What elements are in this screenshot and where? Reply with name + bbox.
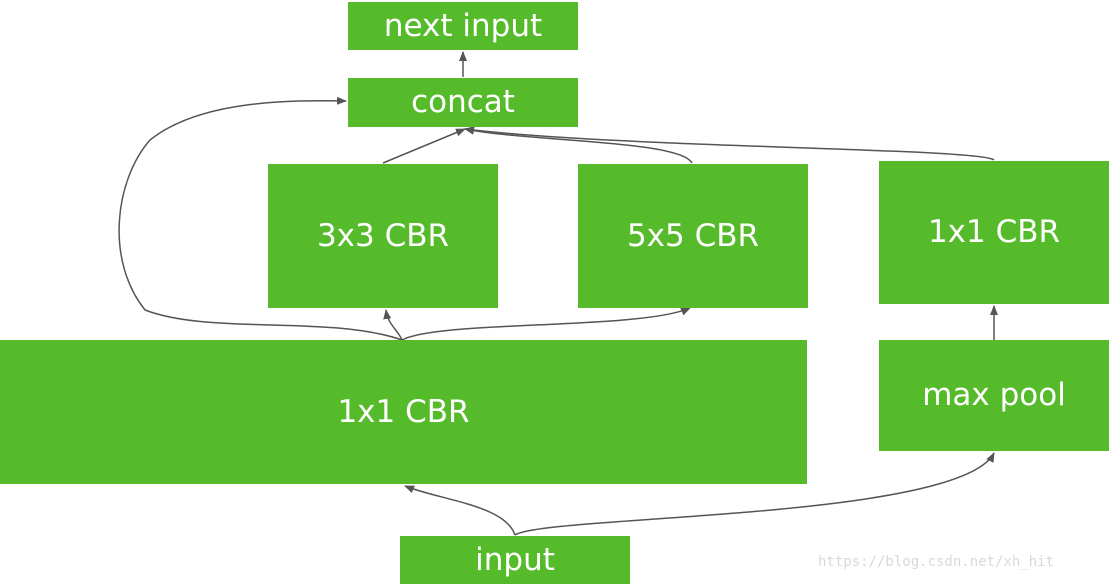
edge-1x1-pool-to-concat [464,126,995,161]
conv-3x3-label: 3x3 CBR [316,217,450,254]
conv-3x3-node: 3x3 CBR [268,164,498,308]
conv-1x1-pool-branch-node: 1x1 CBR [879,161,1109,304]
input-node: input [400,536,630,584]
edge-1x1-main-to-5x5 [401,307,691,341]
conv-1x1-main-node: 1x1 CBR [0,340,807,484]
edge-1x1-main-to-3x3 [383,309,403,341]
edge-5x5-to-concat [464,126,693,164]
max-pool-node: max pool [879,340,1109,451]
concat-node: concat [348,78,578,127]
conv-1x1-main-label: 1x1 CBR [337,393,470,430]
conv-5x5-label: 5x5 CBR [626,217,760,254]
concat-label: concat [411,84,515,120]
max-pool-label: max pool [922,377,1066,413]
next-input-node: next input [348,2,578,50]
edge-3x3-to-concat [382,128,466,164]
conv-5x5-node: 5x5 CBR [578,164,808,308]
input-label: input [475,541,555,578]
conv-1x1-pool-branch-label: 1x1 CBR [927,214,1061,250]
next-input-label: next input [383,7,543,44]
watermark-text: https://blog.csdn.net/xh_hit [818,554,1055,570]
edge-input-to-1x1-main [404,485,516,536]
